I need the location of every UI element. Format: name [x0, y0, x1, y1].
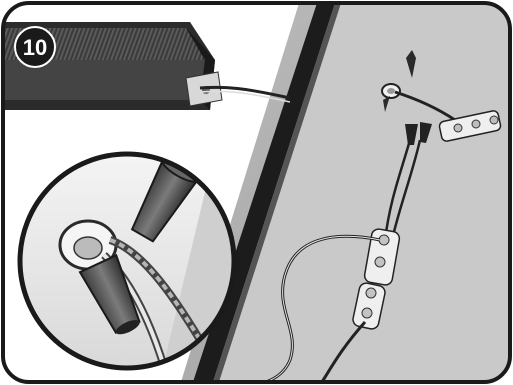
step-number: 10: [23, 35, 47, 60]
step-badge: 10: [15, 27, 55, 67]
